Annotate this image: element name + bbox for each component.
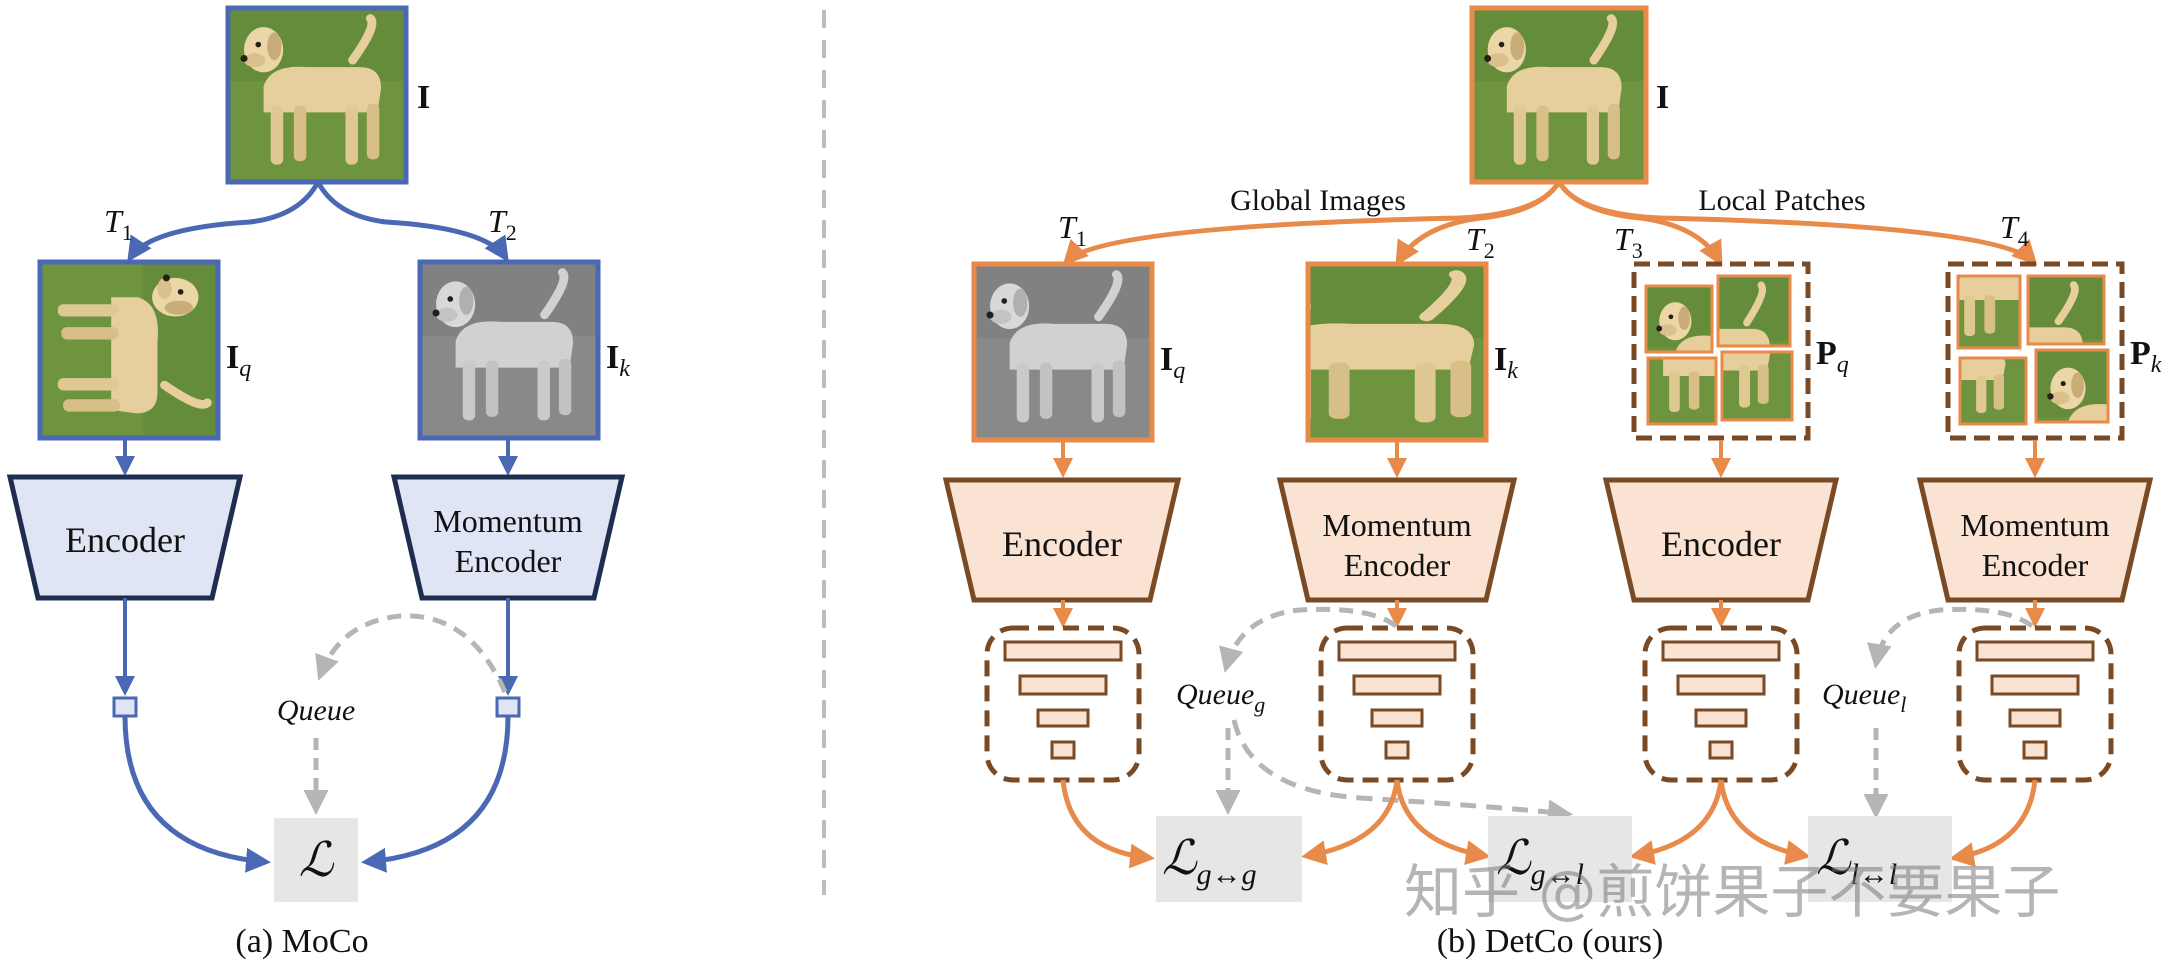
detco-input-image: [1469, 5, 1649, 185]
moco-query-to-loss: [122, 715, 271, 873]
detco-t2-arrow: [1395, 180, 1562, 267]
detco-key-image: [1305, 261, 1489, 443]
detco-pq-patches: [1631, 261, 1811, 441]
detco-pq-label: Pq: [1816, 335, 1849, 378]
detco-p1-to-loss-gg: [1060, 779, 1155, 869]
detco-pyramid-4: [1956, 625, 2114, 783]
moco-query-image: [37, 259, 221, 441]
detco-queue-g-to-loss-gl: [1231, 719, 1573, 825]
detco-p3-to-loss-gl: [1629, 779, 1724, 865]
detco-p2-to-loss-gl: [1394, 779, 1491, 865]
detco-pyramid-1: [984, 625, 1142, 783]
moco-panel: I T1 T2 Iq Ik Encoder Momentum Encoder: [6, 5, 630, 960]
moco-queue-label: Queue: [277, 694, 355, 727]
detco-local-patches-label: Local Patches: [1698, 184, 1865, 217]
moco-encoder-label: Encoder: [65, 520, 185, 560]
detco-momentum-2-line2: Encoder: [1982, 547, 2089, 583]
detco-loss-gg-label: ℒg↔g: [1162, 832, 1257, 891]
detco-loss-gl-box: [1488, 816, 1632, 902]
detco-t2-label: T2: [1466, 221, 1495, 263]
moco-loss-box: [274, 818, 358, 902]
detco-encoder-2-label: Encoder: [1661, 524, 1781, 564]
moco-input-image: [225, 5, 409, 185]
detco-queue-g-label: Queueg: [1176, 678, 1265, 717]
detco-momentum-1-line2: Encoder: [1344, 547, 1451, 583]
watermark: 知乎 @煎饼果子不要果子: [1404, 858, 2060, 926]
detco-ik-label: Ik: [1494, 341, 1518, 384]
detco-queue-g-arrow: [1219, 606, 1398, 673]
moco-t2-label: T2: [488, 203, 517, 245]
detco-t4-arrow: [1556, 180, 2038, 266]
moco-query-feature: [112, 696, 138, 718]
moco-momentum-label-2: Encoder: [455, 543, 562, 579]
detco-panel: I Global Images Local Patches T1 T2 T3 T…: [942, 5, 2162, 960]
detco-encoder-1: [942, 477, 1182, 603]
detco-iq-label: Iq: [1160, 341, 1185, 384]
detco-momentum-encoder-1: [1276, 477, 1518, 603]
detco-t3-label: T3: [1614, 221, 1643, 263]
detco-loss-gg-box: [1156, 816, 1302, 902]
moco-queue-arrow: [315, 613, 508, 694]
detco-global-images-label: Global Images: [1230, 184, 1406, 217]
detco-encoder-2: [1602, 477, 1840, 603]
moco-momentum-label-1: Momentum: [433, 503, 582, 539]
detco-pyramid-3: [1642, 625, 1800, 783]
detco-input-label: I: [1656, 79, 1669, 116]
moco-key-to-loss: [361, 715, 511, 873]
detco-t4-label: T4: [2000, 209, 2029, 251]
moco-key-feature: [495, 696, 521, 718]
detco-queue-l-label: Queuel: [1822, 678, 1906, 717]
detco-queue-l-arrow: [1866, 606, 2034, 669]
moco-momentum-encoder-box: [390, 474, 626, 601]
moco-t1-arrow: [127, 180, 321, 263]
detco-t1-label: T1: [1058, 209, 1087, 251]
detco-p4-to-loss-ll: [1949, 779, 2038, 868]
detco-p2-to-loss-gg: [1301, 779, 1400, 866]
moco-caption: (a) MoCo: [235, 923, 368, 960]
detco-loss-ll-label: ℒl↔l: [1816, 832, 1897, 891]
moco-t1-label: T1: [104, 203, 133, 245]
detco-pyramid-2: [1318, 625, 1476, 783]
detco-p3-to-loss-ll: [1718, 779, 1811, 865]
detco-momentum-encoder-2: [1916, 477, 2154, 603]
moco-ik-label: Ik: [606, 339, 630, 382]
detco-loss-ll-box: [1808, 816, 1952, 902]
detco-loss-gl-label: ℒg↔l: [1496, 832, 1584, 891]
moco-t2-arrow: [315, 180, 509, 263]
detco-encoder-1-label: Encoder: [1002, 524, 1122, 564]
moco-encoder-box: [6, 474, 244, 601]
moco-key-image: [417, 259, 601, 441]
detco-momentum-2-line1: Momentum: [1960, 507, 2109, 543]
moco-input-label: I: [417, 79, 430, 116]
detco-momentum-1-line1: Momentum: [1322, 507, 1471, 543]
moco-iq-label: Iq: [226, 339, 251, 382]
detco-query-image: [971, 261, 1155, 443]
moco-loss-label: ℒ: [299, 834, 335, 887]
detco-pk-patches: [1945, 261, 2125, 441]
detco-pk-label: Pk: [2130, 335, 2162, 378]
detco-caption: (b) DetCo (ours): [1437, 923, 1664, 960]
